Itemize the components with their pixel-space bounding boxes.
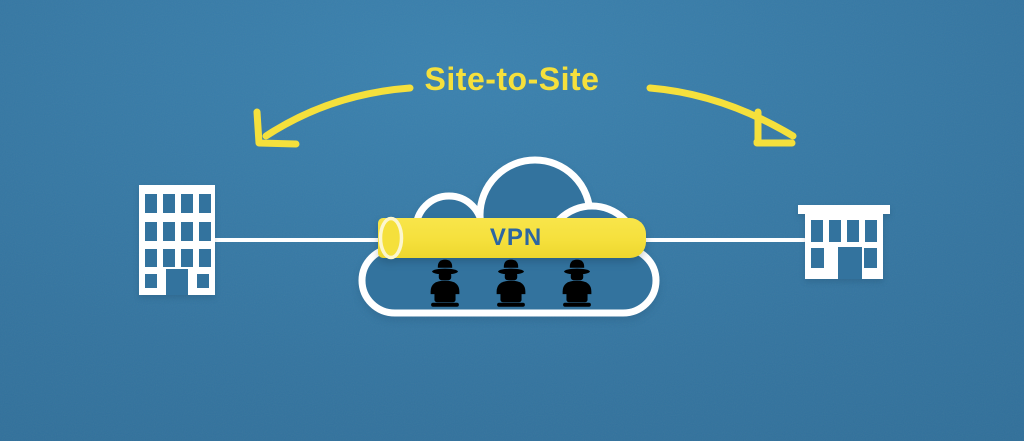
right-building-icon [798, 205, 890, 279]
left-connection-line [212, 238, 394, 242]
tunnel-opening-icon [378, 216, 404, 260]
vpn-tunnel-pipe: VPN [378, 216, 646, 260]
diagram-title: Site-to-Site [424, 61, 600, 97]
spy-at-laptop-icon [554, 258, 600, 310]
spy-at-laptop-icon [422, 258, 468, 310]
left-building-icon [139, 185, 215, 295]
curved-arrow-down-right-icon [646, 84, 797, 147]
right-connection-line [642, 238, 806, 242]
curved-arrow-down-left-icon [253, 84, 414, 148]
vpn-label: VPN [489, 224, 543, 251]
spy-at-laptop-icon [488, 258, 534, 310]
